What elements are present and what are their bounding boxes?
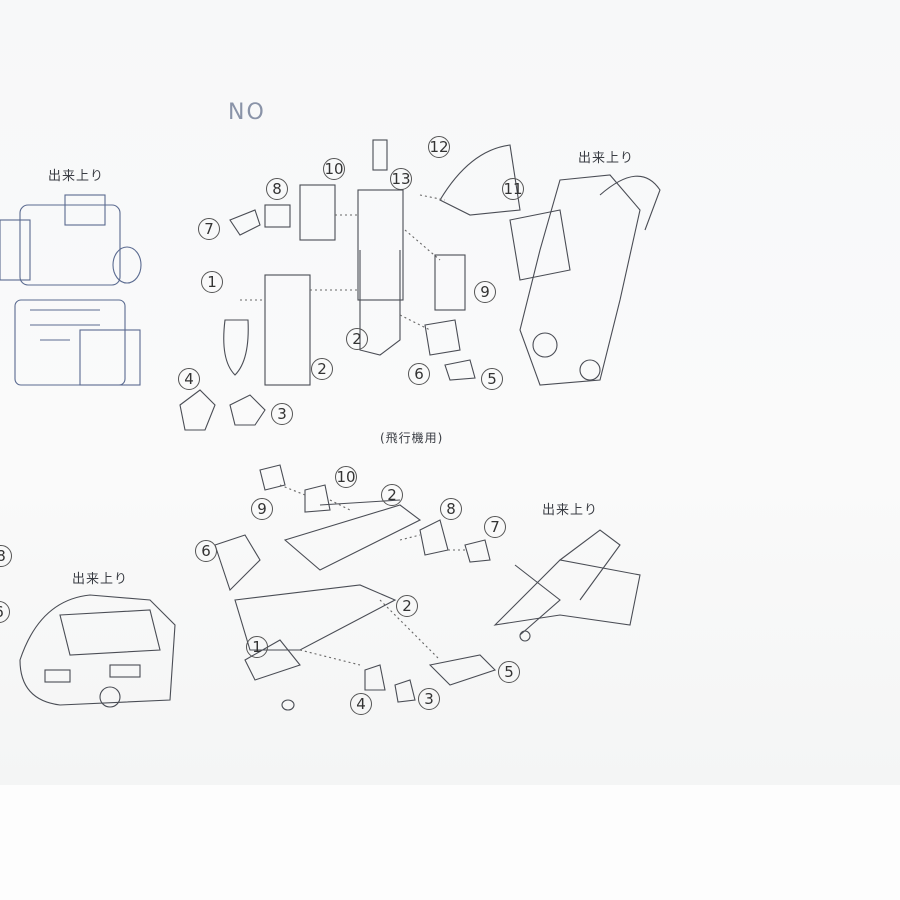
part-number: 7: [484, 516, 506, 538]
finished-robot-right-illustration: [509, 174, 661, 386]
part-number: 6: [195, 540, 217, 562]
part-number: 3: [271, 403, 293, 425]
part-number: 4: [178, 368, 200, 390]
part-number: 10: [323, 158, 345, 180]
part-number: 2: [396, 595, 418, 617]
robot-exploded-illustration: [179, 139, 521, 431]
part-number: 11: [502, 178, 524, 200]
part-number: 7: [198, 218, 220, 240]
part-number: 5: [481, 368, 503, 390]
instruction-sheet: [0, 0, 900, 785]
part-number: 2: [346, 328, 368, 350]
part-number: 1: [201, 271, 223, 293]
finished-robot-left-illustration: [0, 194, 142, 386]
sheet-title-partial: NO: [228, 100, 266, 125]
part-number: 12: [428, 136, 450, 158]
part-number: 3: [418, 688, 440, 710]
part-number: 8: [266, 178, 288, 200]
finished-label-top-left: 出来上り: [48, 169, 105, 184]
finished-label-bottom-right: 出来上り: [542, 503, 599, 518]
airplane-mode-subtitle: (飛行機用): [380, 431, 444, 445]
part-number: 13: [390, 168, 412, 190]
part-number: 2: [311, 358, 333, 380]
finished-label-top-right: 出来上り: [578, 151, 635, 166]
part-number: 2: [381, 484, 403, 506]
finished-jet-illustration: [493, 529, 641, 642]
part-number: 8: [440, 498, 462, 520]
part-number: 9: [474, 281, 496, 303]
finished-car-illustration: [19, 594, 176, 708]
part-number: 4: [350, 693, 372, 715]
finished-label-bottom-left: 出来上り: [72, 572, 129, 587]
part-number: 9: [251, 498, 273, 520]
part-number: 1: [246, 636, 268, 658]
part-number: 10: [335, 466, 357, 488]
part-number: 6: [408, 363, 430, 385]
part-number: 5: [498, 661, 520, 683]
